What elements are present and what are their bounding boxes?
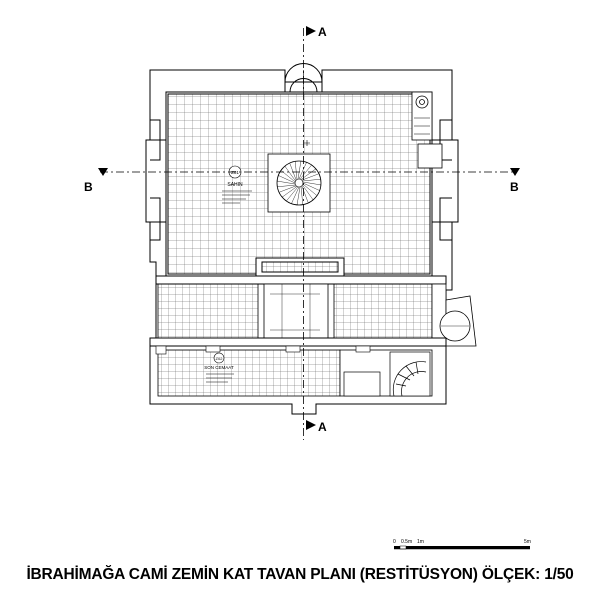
scale-text: ÖLÇEK: 1/50 xyxy=(481,566,574,583)
room-name-sahn: SAHIN xyxy=(227,182,243,188)
room-code-sahn: Z01 xyxy=(231,170,239,175)
scale-label-half: 0.5m xyxy=(401,539,412,545)
section-label-a-top: A xyxy=(318,25,327,39)
scale-bar: 0 0.5m 1m 5m xyxy=(393,539,531,550)
portico-wall xyxy=(155,257,447,285)
dome-rib xyxy=(297,161,302,180)
scale-label-0: 0 xyxy=(393,539,396,545)
son-cemaat-wall xyxy=(149,337,447,347)
section-label-b-left: B xyxy=(84,180,93,194)
inner-portico xyxy=(157,283,447,339)
scale-label-5m: 5m xyxy=(524,539,531,545)
drawing-title: İBRAHİMAĞA CAMİ ZEMİN KAT TAVAN PLANI (R… xyxy=(0,566,600,584)
dome-rib xyxy=(302,183,318,196)
dome-rib xyxy=(301,185,309,204)
dome-rib xyxy=(299,164,312,180)
section-label-b-right: B xyxy=(510,180,519,194)
minaret-base xyxy=(439,295,477,347)
dome-rib xyxy=(296,186,301,205)
dome-rib xyxy=(278,185,297,193)
dome-rib xyxy=(302,181,321,186)
dome-rib xyxy=(301,173,320,181)
dome-rib xyxy=(277,180,296,185)
dome-rib xyxy=(284,166,296,182)
room-tag-son-cemaat: Z02 SON CEMAAT xyxy=(204,352,234,383)
room-name-son-cemaat: SON CEMAAT xyxy=(204,365,234,370)
scale-label-1m: 1m xyxy=(417,539,424,545)
dome-rib xyxy=(286,186,299,202)
dome-rib xyxy=(295,161,298,180)
dome-rib xyxy=(291,186,300,204)
outer-walls xyxy=(145,69,459,415)
central-dome xyxy=(267,153,331,213)
dome-rib xyxy=(302,182,320,191)
section-lines xyxy=(100,28,516,440)
minaret-stair xyxy=(411,91,443,169)
dome-rib xyxy=(282,186,298,198)
dome-rib xyxy=(298,162,307,180)
dome-rib xyxy=(302,184,314,200)
dome-rib xyxy=(302,179,321,182)
section-label-a-bottom: A xyxy=(318,420,327,434)
spiral-stair xyxy=(343,351,431,397)
room-code-son-cemaat: Z02 xyxy=(216,356,224,361)
title-text: İBRAHİMAĞA CAMİ ZEMİN KAT TAVAN PLANI (R… xyxy=(26,566,478,583)
dome-rib xyxy=(300,186,303,205)
dome-rib xyxy=(277,184,296,187)
section-arrows xyxy=(98,26,520,430)
dome-rib xyxy=(278,175,296,184)
